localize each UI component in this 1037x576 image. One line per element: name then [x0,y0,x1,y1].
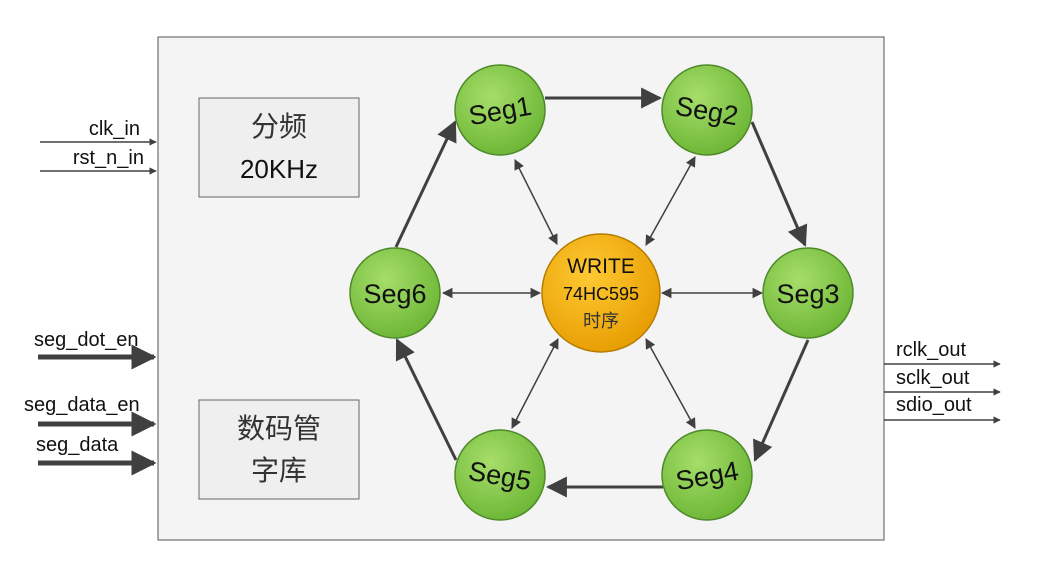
center-line2: 74HC595 [563,284,639,304]
seg3-node: Seg3 [762,247,854,339]
seg1-node: Seg1 [454,64,546,156]
font-library-line1: 数码管 [237,412,321,445]
rst-n-in-label: rst_n_in [73,147,144,169]
seg-dot-en-label: seg_dot_en [34,329,139,351]
seg6-node: Seg6 [349,247,441,339]
seg6-label: Seg6 [363,279,426,309]
rclk-out-label: rclk_out [896,339,966,361]
seg6-to-seg1-arrow [394,120,457,248]
seg5-center-link [511,338,559,429]
clock-divider-block [198,97,360,198]
write-74hc595-node: WRITE 74HC595 时序 [541,233,661,353]
divider-frequency: 20KHz [240,154,318,184]
seg3-label: Seg3 [776,279,839,309]
seg2-to-seg3-arrow [750,121,808,247]
seg-data-en-label: seg_data_en [24,394,140,416]
divider-title: 分频 [251,110,307,143]
seg5-to-seg6-arrow [395,338,458,461]
seg1-center-link [514,159,558,245]
sclk-out-label: sclk_out [896,367,970,389]
sdio-out-label: sdio_out [896,394,972,416]
center-line3: 时序 [583,311,619,332]
seg4-node: Seg4 [661,429,753,521]
clk-in-label: clk_in [89,118,140,140]
seg-data-label: seg_data [36,434,119,456]
seg2-node: Seg2 [661,64,753,156]
seg3-to-seg4-arrow [753,339,810,462]
font-library-block [198,399,360,500]
seg2-center-link [645,156,696,246]
font-library-line2: 字库 [251,454,307,487]
seg5-node: Seg5 [454,429,546,521]
center-line1: WRITE [567,255,635,278]
seg4-center-link [645,338,696,429]
